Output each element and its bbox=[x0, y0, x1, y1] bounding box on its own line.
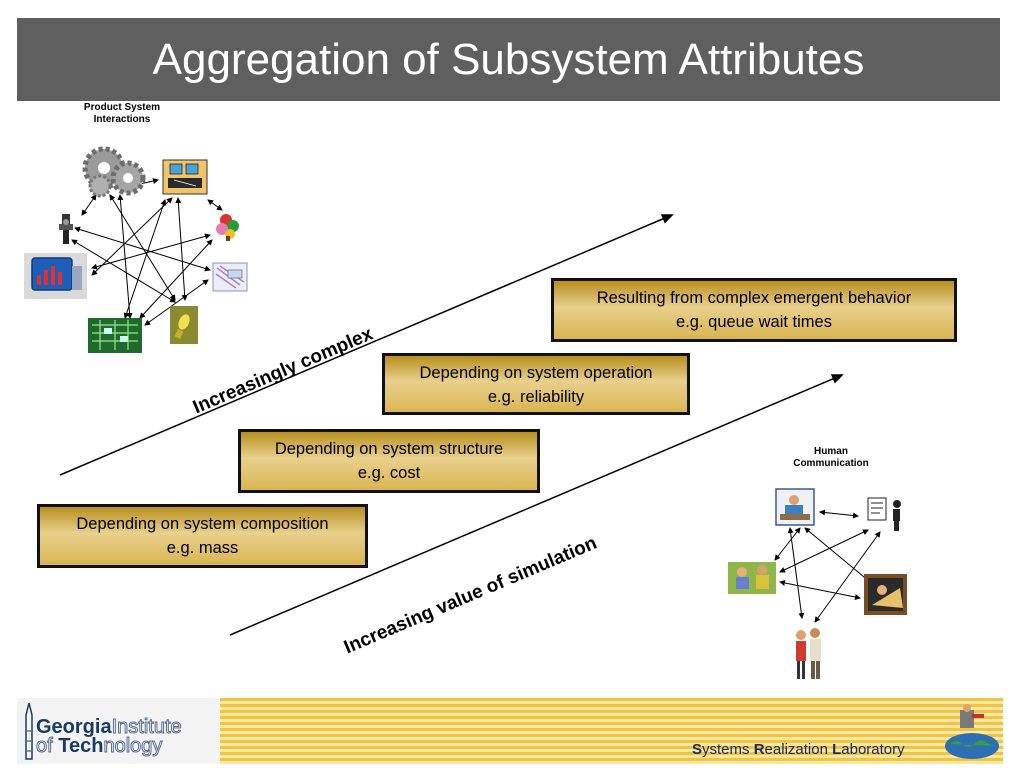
gt-word-georgia: Georgia bbox=[36, 716, 112, 738]
attribute-box-operation: Depending on system operation e.g. relia… bbox=[382, 353, 690, 415]
gt-logo-panel bbox=[17, 698, 222, 764]
two-people-icon bbox=[796, 628, 821, 679]
engineer-drafting-icon bbox=[864, 574, 907, 615]
attribute-box-line1: Depending on system structure bbox=[274, 440, 504, 458]
office-worker-icon bbox=[775, 488, 815, 526]
product-system-label: Product System Interactions bbox=[83, 102, 161, 125]
lightbulb-icon bbox=[170, 306, 198, 344]
srl-initial-l: L bbox=[832, 741, 842, 758]
srl-word-systems: ystems bbox=[702, 741, 754, 758]
attribute-box-line2: e.g. mass bbox=[166, 539, 239, 557]
attribute-box-structure: Depending on system structure e.g. cost bbox=[238, 429, 540, 493]
footer-stripes bbox=[220, 698, 1003, 764]
human-interaction-arrows bbox=[774, 509, 881, 623]
monitor-chart-icon bbox=[24, 253, 87, 299]
attribute-box-line1: Depending on system operation bbox=[419, 364, 653, 382]
simulation-arrow bbox=[229, 374, 844, 636]
attribute-box-composition: Depending on system composition e.g. mas… bbox=[37, 504, 368, 568]
gt-logo-line1: GeorgiaInstitute bbox=[36, 716, 182, 739]
gears-icon bbox=[82, 146, 146, 198]
attribute-box-line2: e.g. reliability bbox=[487, 388, 585, 406]
attribute-box-line2: e.g. cost bbox=[357, 464, 421, 482]
tower-icon bbox=[25, 702, 33, 760]
attribute-box-line1: Depending on system composition bbox=[76, 515, 329, 533]
gt-word-nology: nology bbox=[103, 735, 163, 758]
documents-icon bbox=[212, 262, 248, 292]
srl-initial-s: S bbox=[692, 741, 703, 758]
robot-arm-icon bbox=[59, 214, 73, 244]
human-communication-label: Human Communication bbox=[793, 446, 869, 469]
globe-logo-icon bbox=[945, 704, 999, 759]
gt-logo-line2: of Technology bbox=[35, 735, 163, 758]
attribute-box-line1: Resulting from complex emergent behavior bbox=[596, 289, 912, 307]
product-interaction-arrows bbox=[71, 178, 223, 326]
computer-network-icon bbox=[162, 159, 208, 195]
flowers-icon bbox=[216, 214, 239, 241]
slide-title: Aggregation of Subsystem Attributes bbox=[152, 35, 865, 84]
gt-word-tech: Tech bbox=[58, 735, 104, 757]
gt-word-of: of bbox=[35, 735, 59, 758]
attribute-box-emergent: Resulting from complex emergent behavior… bbox=[551, 278, 957, 342]
srl-word-realization: ealization bbox=[764, 741, 833, 758]
srl-label: Systems Realization Laboratory bbox=[692, 741, 905, 758]
complexity-arrow bbox=[59, 214, 674, 476]
circuit-board-icon bbox=[88, 318, 142, 353]
attribute-box-line2: e.g. queue wait times bbox=[676, 313, 832, 331]
title-bar: Aggregation of Subsystem Attributes bbox=[17, 18, 1000, 101]
gt-word-institute: Institute bbox=[111, 716, 182, 739]
srl-word-laboratory: aboratory bbox=[841, 741, 905, 758]
group-meeting-icon bbox=[728, 562, 776, 594]
presenter-icon bbox=[867, 497, 901, 531]
srl-initial-r: R bbox=[753, 741, 765, 758]
